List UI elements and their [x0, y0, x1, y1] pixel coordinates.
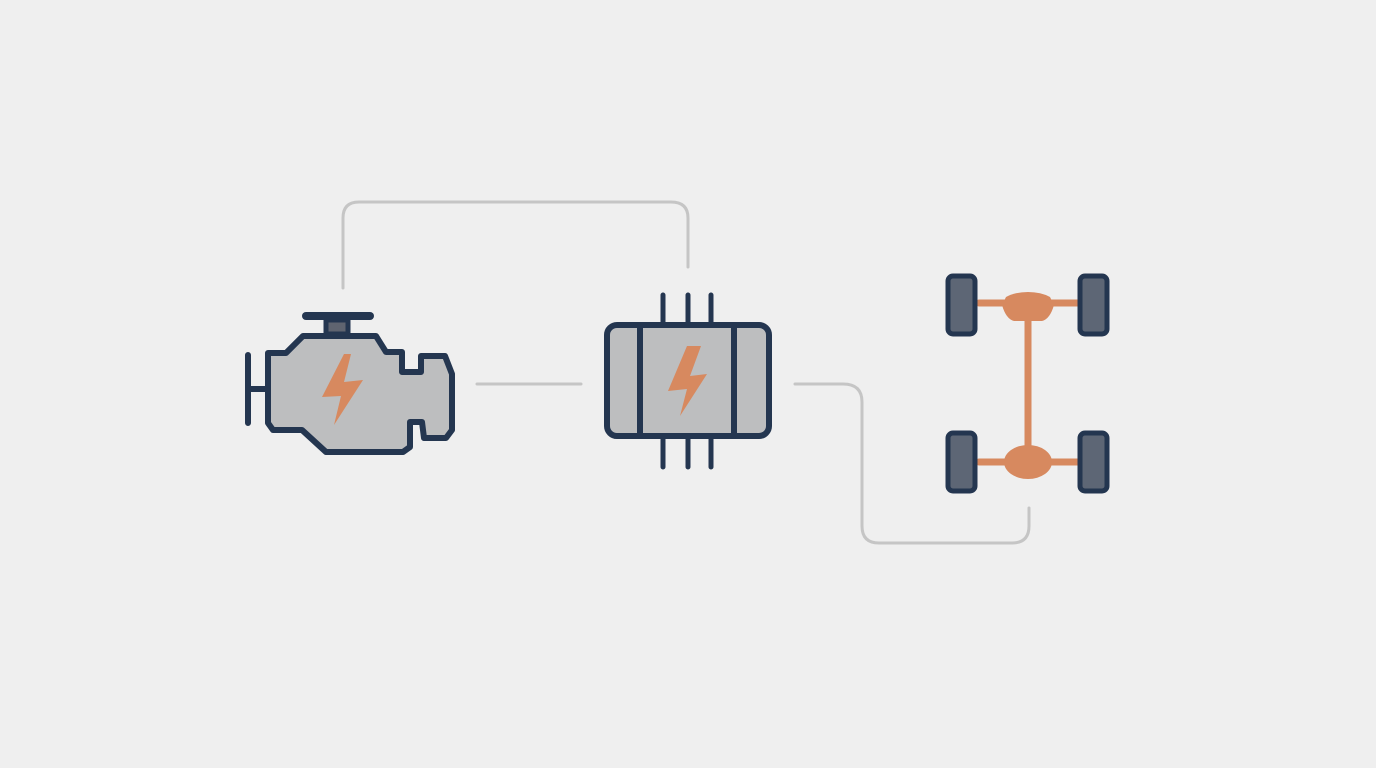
engine-side-port [245, 352, 271, 426]
rear-right-wheel [1077, 430, 1110, 494]
transmission-top-pins [660, 292, 714, 327]
engine-icon [245, 312, 455, 455]
connector-overhead-loop [341, 200, 690, 290]
connector-transmission-drivetrain [793, 382, 1031, 545]
axle-chassis-icon [945, 273, 1110, 494]
rear-left-wheel [945, 430, 978, 494]
engine-cap-stem [323, 317, 351, 337]
front-right-wheel [1077, 273, 1110, 337]
engine-block [265, 333, 455, 455]
transmission-bottom-pins [660, 434, 714, 470]
transmission-lightning-icon [668, 346, 707, 416]
engine-cap-bar [302, 312, 374, 320]
rear-differential [1004, 445, 1052, 479]
front-differential [1002, 292, 1054, 321]
engine-lightning-icon [322, 354, 363, 425]
front-left-wheel [945, 273, 978, 337]
transmission-icon [604, 292, 772, 470]
transmission-dividers [637, 326, 737, 436]
